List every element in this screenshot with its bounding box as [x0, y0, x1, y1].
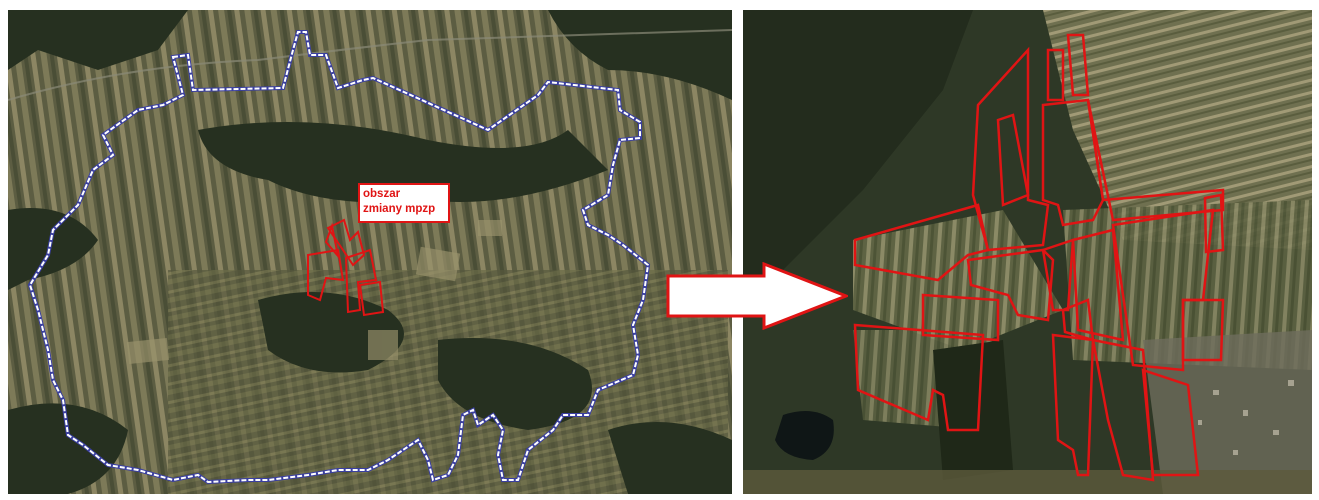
detail-map-panel	[743, 10, 1312, 494]
detail-map	[743, 10, 1312, 494]
arrow-shape	[666, 262, 848, 330]
plan-change-area	[307, 218, 385, 317]
right-arrow-icon	[666, 262, 848, 330]
overview-map	[8, 10, 732, 494]
plan-change-parcels	[853, 33, 1225, 482]
municipality-boundary	[27, 30, 651, 485]
overview-map-panel	[8, 10, 732, 494]
label-line-2: zmiany mpzp	[363, 203, 436, 215]
plan-change-label: obszar zmiany mpzp	[358, 183, 450, 223]
lake	[775, 411, 834, 460]
label-line-1: obszar	[363, 188, 401, 200]
forest-areas	[8, 10, 732, 494]
